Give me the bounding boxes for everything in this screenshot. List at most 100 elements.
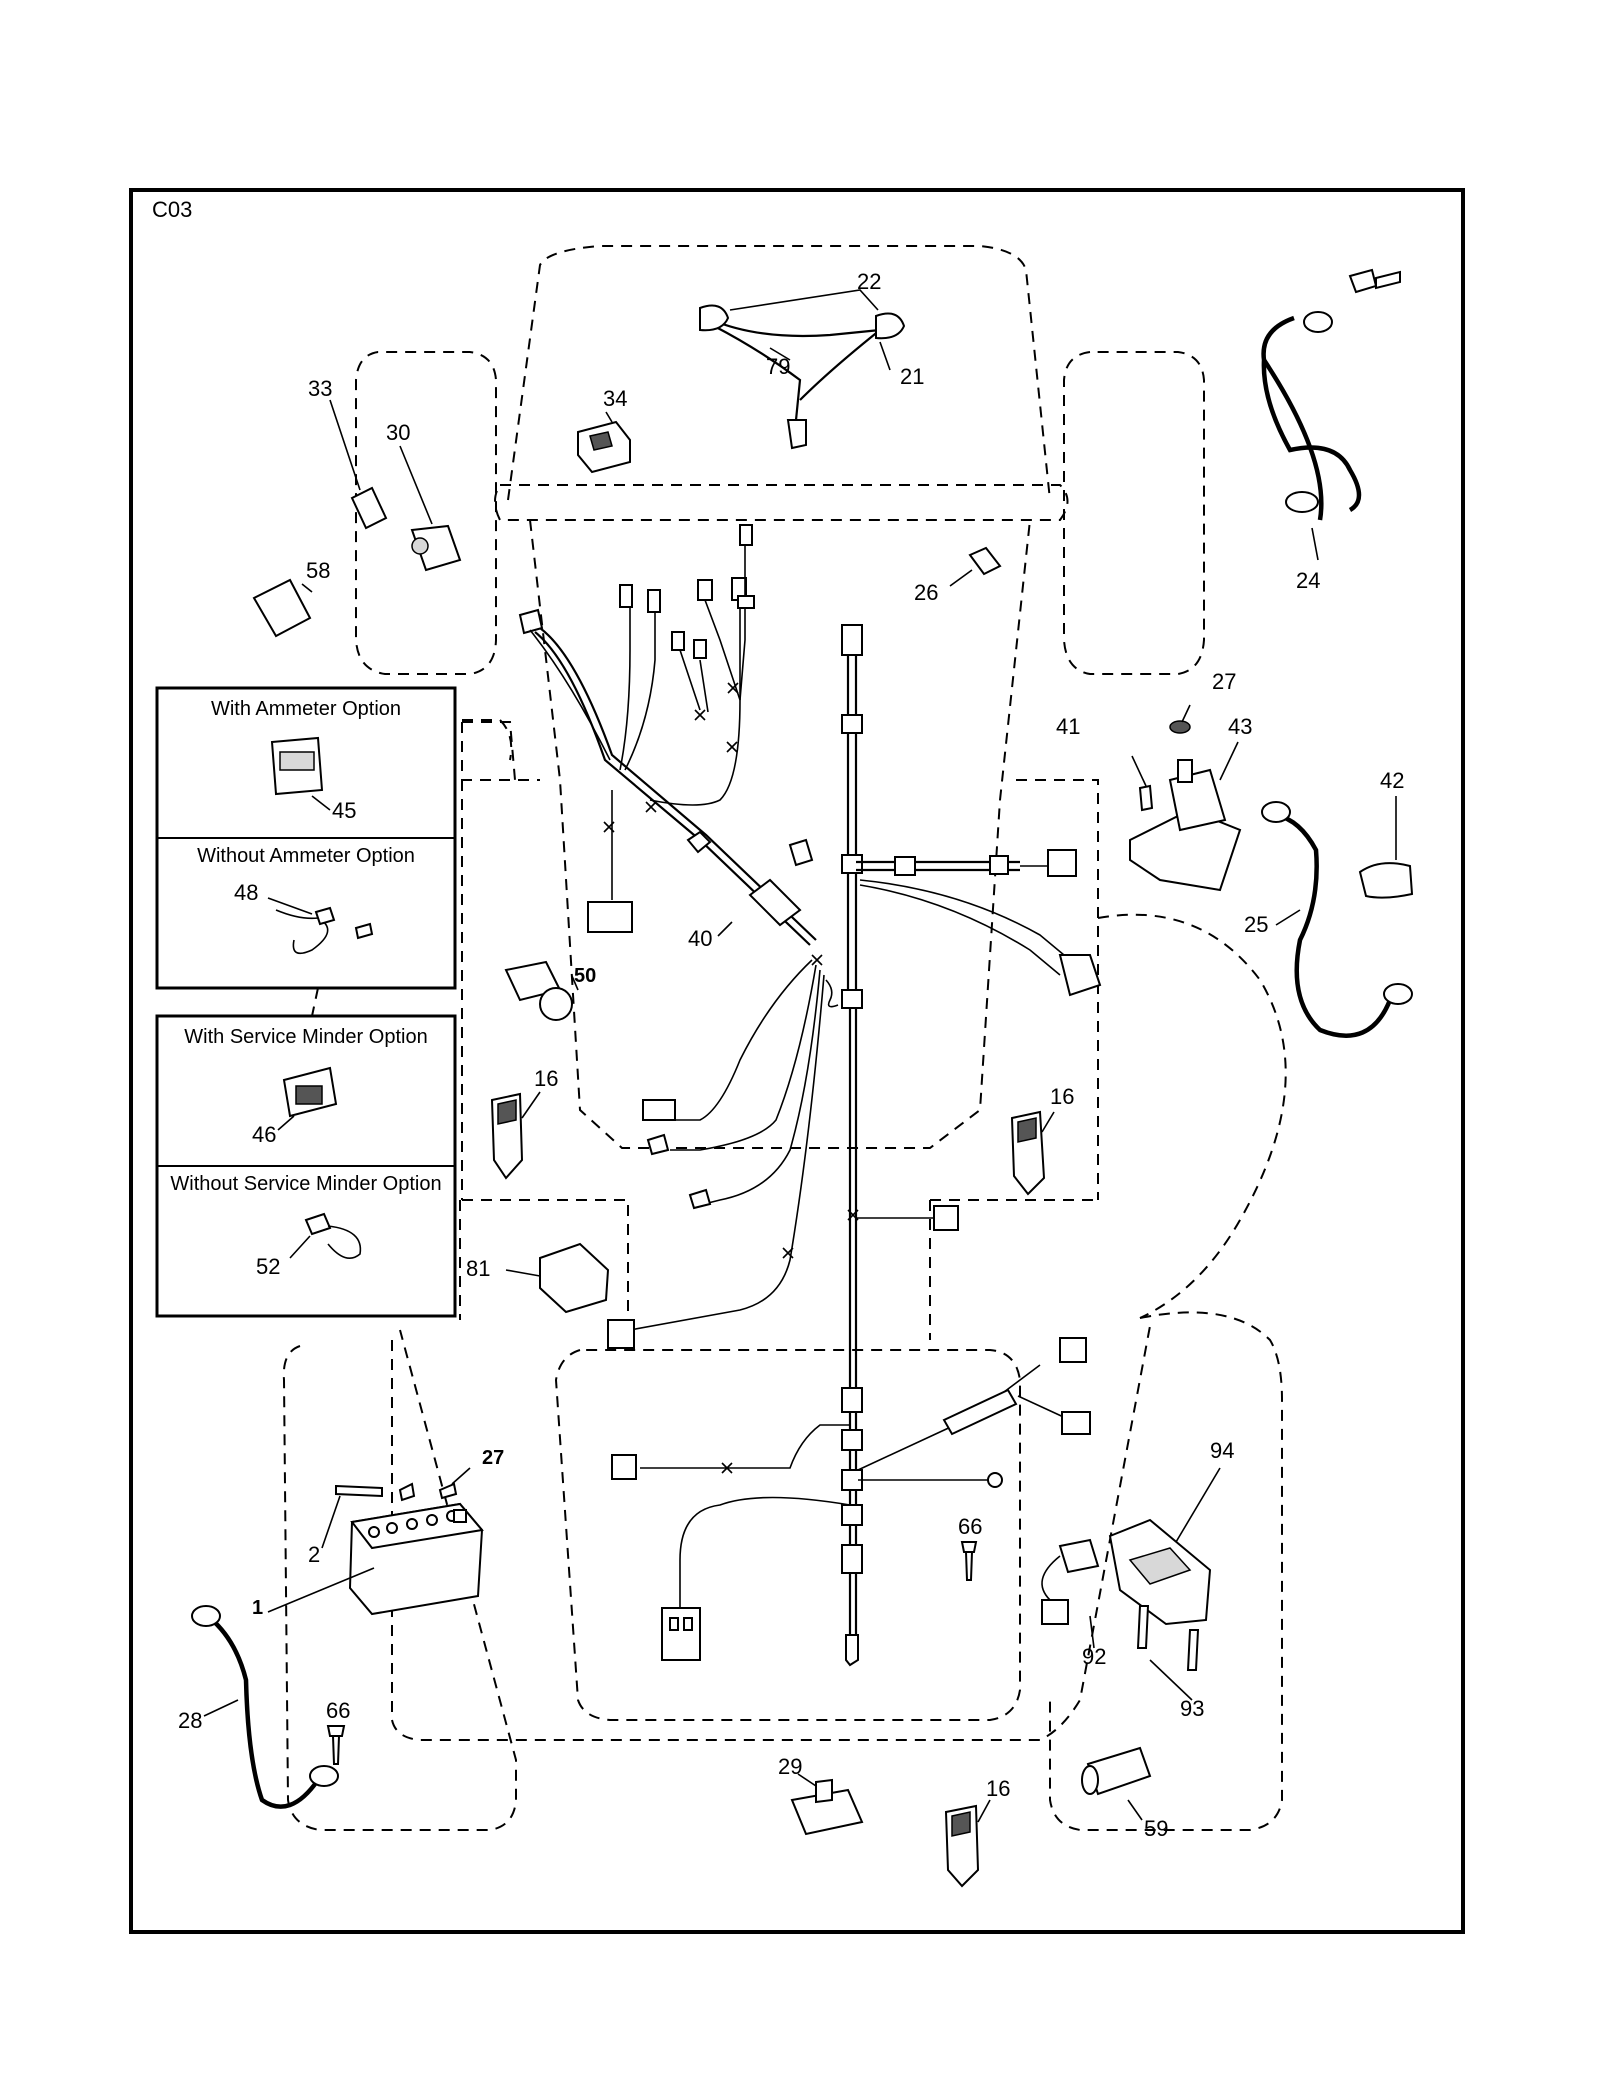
battery xyxy=(267,1467,484,1616)
harness-trunk-sleeve xyxy=(841,1504,863,1526)
harness-sleeve xyxy=(686,830,712,854)
screw-93 xyxy=(1186,1629,1200,1671)
switch-34 xyxy=(577,411,631,474)
cable-28 xyxy=(191,1605,339,1809)
ammeter-with-title: With Ammeter Option xyxy=(211,698,401,720)
pigtail-terminal xyxy=(739,524,753,546)
pigtail-terminal xyxy=(619,584,633,608)
service-minder-with-title: With Service Minder Option xyxy=(184,1026,427,1048)
callout-45: 45 xyxy=(332,798,356,823)
callout-50: 50 xyxy=(574,965,596,987)
diagram-frame xyxy=(129,188,1465,1934)
callout-labels: 22 79 21 34 33 30 58 24 26 27 41 43 42 2… xyxy=(178,269,1404,1841)
switch-50 xyxy=(504,960,579,1021)
callout-22: 22 xyxy=(857,269,881,294)
harness-terminal xyxy=(646,1133,670,1156)
callout-27: 27 xyxy=(1212,669,1236,694)
headlight-bulb-socket xyxy=(699,304,730,332)
interlock-switch-16 xyxy=(490,1091,541,1180)
callout-40: 40 xyxy=(688,926,712,951)
connector-92 xyxy=(1058,1538,1100,1574)
main-wiring-harness xyxy=(518,524,1102,1667)
headlight-harness-plug xyxy=(786,419,807,450)
callout-94: 94 xyxy=(1210,1438,1234,1463)
harness-engine-plug-pin xyxy=(683,1617,693,1631)
harness-left-connector xyxy=(518,608,544,635)
bolt-41 xyxy=(1138,784,1154,812)
callout-34: 34 xyxy=(603,386,627,411)
callout-66-left: 66 xyxy=(326,1698,350,1723)
callout-59: 59 xyxy=(1144,1816,1168,1841)
screw-93 xyxy=(1136,1605,1150,1649)
pigtail-terminal xyxy=(671,631,685,651)
headlight-harness xyxy=(699,289,906,450)
callout-93: 93 xyxy=(1180,1696,1204,1721)
harness-connector xyxy=(933,1205,959,1231)
plug-52 xyxy=(304,1212,332,1236)
bolt-66-left xyxy=(326,1725,346,1765)
headlight-bulb-socket xyxy=(875,312,906,340)
harness-sleeve xyxy=(989,855,1009,875)
callout-21: 21 xyxy=(900,364,924,389)
harness-terminal xyxy=(688,1188,712,1210)
harness-trunk-sleeve xyxy=(841,1429,863,1451)
harness-connector xyxy=(788,838,814,867)
starter-solenoid xyxy=(1129,704,1242,892)
harness-connector xyxy=(611,1454,637,1480)
harness-connector xyxy=(607,1319,635,1349)
callout-81: 81 xyxy=(466,1256,490,1281)
callout-16-right: 16 xyxy=(1050,1084,1074,1109)
callout-48: 48 xyxy=(234,880,258,905)
harness-connector xyxy=(642,1099,676,1121)
pigtail-terminal xyxy=(697,579,713,601)
module-94 xyxy=(1041,1467,1221,1701)
cable-24 xyxy=(1261,268,1401,561)
callout-1: 1 xyxy=(252,1597,263,1619)
harness-sleeve xyxy=(942,1388,1018,1436)
bolt-66-center xyxy=(960,1541,978,1581)
callout-25: 25 xyxy=(1244,912,1268,937)
callout-42: 42 xyxy=(1380,768,1404,793)
service-minder-without-title: Without Service Minder Option xyxy=(170,1173,441,1195)
battery-nut-27 xyxy=(438,1482,458,1500)
pigtail-terminal xyxy=(737,595,755,609)
service-minder-option-box: With Service Minder Option Without Servi… xyxy=(155,1014,457,1318)
terminal-boot-42 xyxy=(1358,862,1414,899)
callout-33: 33 xyxy=(308,376,332,401)
callout-46: 46 xyxy=(252,1122,276,1147)
callout-2: 2 xyxy=(308,1542,320,1567)
seat-switch-29 xyxy=(790,1773,864,1836)
relay-81 xyxy=(505,1242,610,1314)
fuse-26 xyxy=(968,546,1002,576)
battery-bolt-2 xyxy=(335,1484,383,1498)
callout-27-battery: 27 xyxy=(482,1447,504,1469)
callout-58: 58 xyxy=(306,558,330,583)
diagram-code: C03 xyxy=(152,197,192,222)
harness-trunk-sleeve xyxy=(841,1544,863,1574)
harness-plug-block xyxy=(587,901,633,933)
part-59 xyxy=(1081,1746,1152,1821)
harness-ring-terminal xyxy=(987,1472,1003,1488)
callout-26: 26 xyxy=(914,580,938,605)
callout-16-left: 16 xyxy=(534,1066,558,1091)
pigtail-terminal xyxy=(647,589,661,613)
callout-28: 28 xyxy=(178,1708,202,1733)
connector-92-plug xyxy=(1041,1599,1069,1625)
ammeter-without-title: Without Ammeter Option xyxy=(197,845,415,867)
harness-trunk-sleeve xyxy=(841,854,863,874)
harness-engine-plug xyxy=(661,1607,701,1661)
harness-sleeve xyxy=(748,878,802,927)
callout-52: 52 xyxy=(256,1254,280,1279)
tractor-outline xyxy=(282,245,1287,1831)
callout-41: 41 xyxy=(1056,714,1080,739)
callout-79: 79 xyxy=(766,354,790,379)
harness-bottom-terminal xyxy=(845,1634,859,1667)
harness-connector xyxy=(1061,1411,1091,1435)
callout-66-center: 66 xyxy=(958,1514,982,1539)
interlock-switch-16-right xyxy=(1010,1110,1055,1196)
callout-92: 92 xyxy=(1082,1644,1106,1669)
callout-30: 30 xyxy=(386,420,410,445)
part-58 xyxy=(252,578,312,638)
harness-sleeve xyxy=(894,856,916,876)
